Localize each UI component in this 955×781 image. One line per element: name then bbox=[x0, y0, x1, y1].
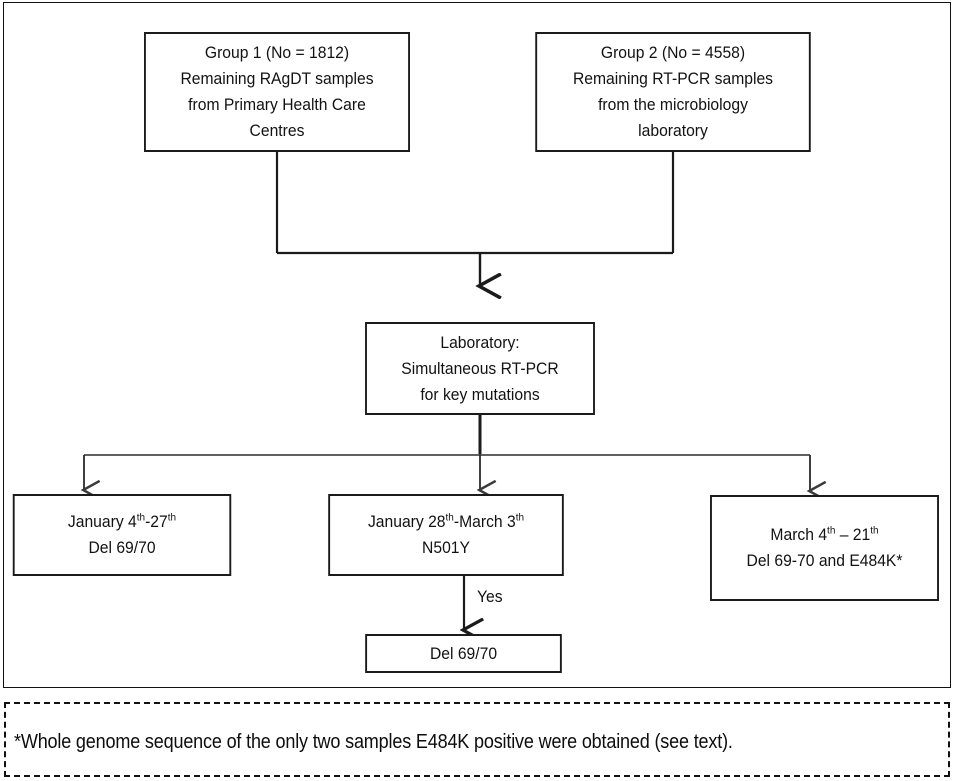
laboratory-line-2: Simultaneous RT-PCR bbox=[401, 359, 559, 378]
january-4-27-period: January 4th-27th bbox=[68, 509, 176, 535]
group-2-line-1: Group 2 (No = 4558) bbox=[600, 44, 746, 62]
edge-label-yes: Yes bbox=[477, 588, 503, 606]
january-4-27-box: January 4th-27th Del 69/70 bbox=[12, 494, 232, 576]
group-1-line-3: from Primary Health Care bbox=[188, 96, 366, 114]
january-28-march-3-prefix: January 28 bbox=[367, 513, 446, 531]
january-28-march-3-mid: -March 3 bbox=[453, 513, 516, 531]
march-4-21-mid: – 21 bbox=[835, 526, 871, 544]
group-2-line-2: Remaining RT-PCR samples bbox=[572, 70, 774, 88]
laboratory-box: Laboratory: Simultaneous RT-PCR for key … bbox=[365, 322, 595, 415]
group-1-line-2: Remaining RAgDT samples bbox=[180, 70, 374, 88]
march-4-21-box: March 4th – 21th Del 69-70 and E484K* bbox=[710, 495, 939, 601]
del-69-70-result-box: Del 69/70 bbox=[365, 634, 562, 673]
january-28-march-3-sup-1: th bbox=[445, 511, 454, 524]
footnote-panel: *Whole genome sequence of the only two s… bbox=[4, 702, 950, 777]
january-4-27-prefix: January 4 bbox=[67, 513, 137, 531]
march-4-21-sup-2: th bbox=[870, 524, 879, 537]
group-1-line-4: Centres bbox=[249, 122, 305, 140]
footnote-text: *Whole genome sequence of the only two s… bbox=[14, 730, 733, 753]
march-4-21-sup-1: th bbox=[827, 524, 836, 537]
january-4-27-sup-2: th bbox=[167, 511, 177, 524]
january-28-march-3-sup-2: th bbox=[515, 511, 525, 524]
march-4-21-period: March 4th – 21th bbox=[770, 522, 878, 548]
group-2-box: Group 2 (No = 4558) Remaining RT-PCR sam… bbox=[535, 32, 811, 152]
group-2-line-4: laboratory bbox=[638, 122, 708, 140]
january-28-march-3-mutation: N501Y bbox=[422, 539, 470, 557]
january-4-27-sup-1: th bbox=[136, 511, 146, 524]
group-1-line-1: Group 1 (No = 1812) bbox=[204, 44, 350, 62]
laboratory-line-3: for key mutations bbox=[420, 385, 540, 404]
group-2-line-3: from the microbiology bbox=[598, 96, 748, 114]
january-28-march-3-box: January 28th-March 3th N501Y bbox=[328, 494, 564, 576]
laboratory-line-1: Laboratory: bbox=[440, 333, 520, 352]
january-28-march-3-period: January 28th-March 3th bbox=[368, 509, 524, 535]
group-1-box: Group 1 (No = 1812) Remaining RAgDT samp… bbox=[144, 32, 410, 152]
del-69-70-result-label: Del 69/70 bbox=[429, 644, 498, 663]
january-4-27-mid: -27 bbox=[145, 513, 168, 531]
january-4-27-mutation: Del 69/70 bbox=[88, 539, 156, 557]
march-4-21-prefix: March 4 bbox=[770, 526, 828, 544]
march-4-21-mutation: Del 69-70 and E484K* bbox=[746, 552, 903, 570]
